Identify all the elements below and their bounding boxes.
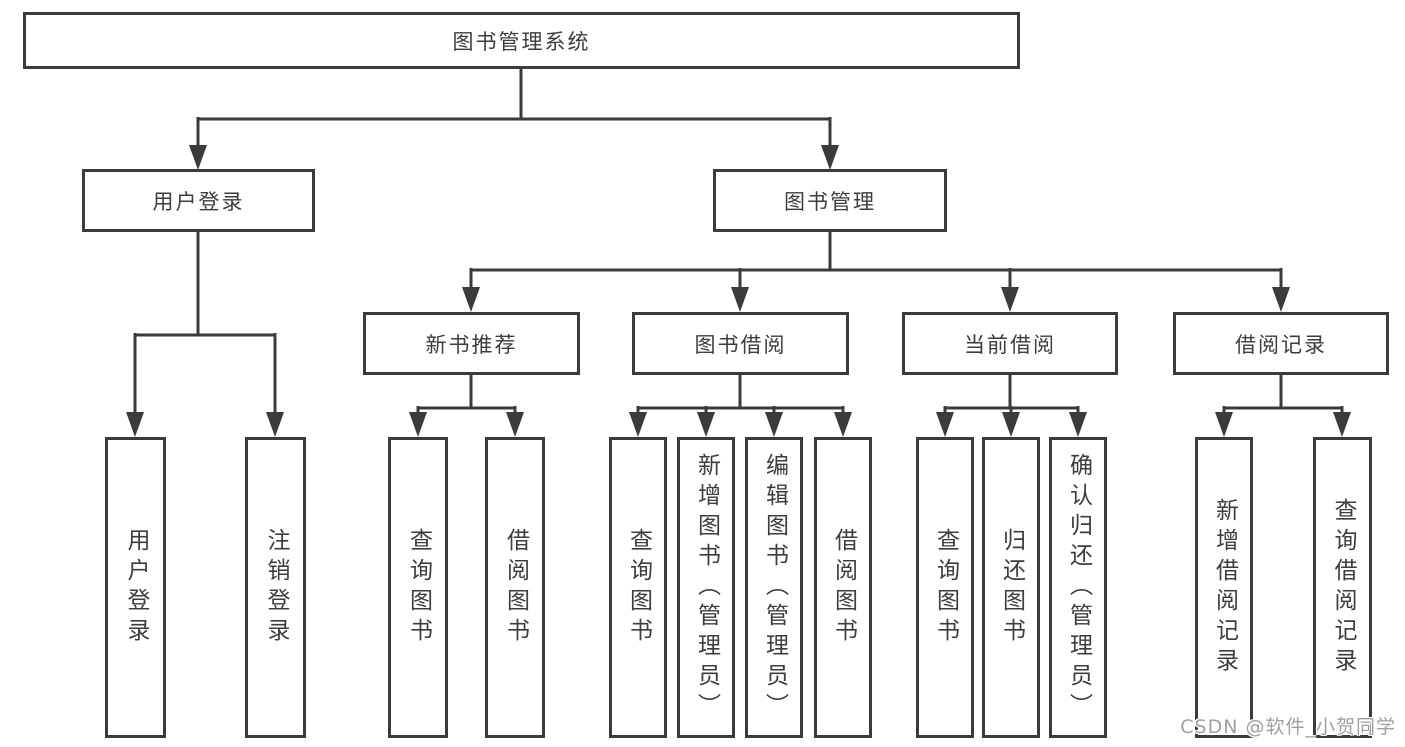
node-root: 图书管理系统 <box>23 12 1020 69</box>
leaf-newbooks-query-books: 查询图书 <box>388 437 448 738</box>
arrow-down-icon <box>409 412 427 437</box>
leaf-current-return-books: 归还图书 <box>982 437 1040 738</box>
connector-book-borrow-to-children <box>629 372 852 437</box>
connector-line <box>196 66 832 147</box>
leaf-borrow-borrow-books: 借阅图书 <box>814 437 872 738</box>
leaf-newbooks-borrow-books: 借阅图书 <box>485 437 545 738</box>
leaf-current-query-books: 查询图书 <box>916 437 974 738</box>
arrow-down-icon <box>506 412 524 437</box>
node-book-borrow: 图书借阅 <box>632 312 849 375</box>
leaf-records-query-record: 查询借阅记录 <box>1313 437 1372 738</box>
arrow-down-icon <box>834 412 852 437</box>
connector-borrow-records-to-children <box>1215 372 1351 437</box>
arrow-down-icon <box>629 412 647 437</box>
node-current-borrow: 当前借阅 <box>902 312 1118 375</box>
connector-line <box>469 229 1283 289</box>
connector-line <box>943 372 1080 414</box>
node-user-login: 用户登录 <box>82 169 315 232</box>
leaf-current-confirm-return-admin: 确认归还（管理员） <box>1049 437 1107 738</box>
arrow-down-icon <box>189 145 207 170</box>
leaf-borrow-add-books-admin: 新增图书（管理员） <box>677 437 735 738</box>
leaf-user-login: 用户登录 <box>105 437 166 738</box>
connector-line <box>636 372 845 414</box>
connector-line <box>1222 372 1344 414</box>
arrow-down-icon <box>1333 412 1351 437</box>
connector-user-login-to-children <box>126 229 284 437</box>
arrow-down-icon <box>1215 412 1233 437</box>
leaf-borrow-edit-books-admin: 编辑图书（管理员） <box>745 437 803 738</box>
arrow-down-icon <box>126 412 144 437</box>
arrow-down-icon <box>1069 412 1087 437</box>
connector-line <box>416 372 517 414</box>
arrow-down-icon <box>1002 412 1020 437</box>
arrow-down-icon <box>821 145 839 170</box>
arrow-down-icon <box>697 412 715 437</box>
arrow-down-icon <box>1001 287 1019 312</box>
leaf-logout: 注销登录 <box>245 437 306 738</box>
arrow-down-icon <box>765 412 783 437</box>
connector-root-to-level2 <box>189 66 839 170</box>
arrow-down-icon <box>1272 287 1290 312</box>
arrow-down-icon <box>462 287 480 312</box>
connector-book-management-to-level3 <box>462 229 1290 312</box>
leaf-records-add-record: 新增借阅记录 <box>1195 437 1253 738</box>
node-new-book-recommend: 新书推荐 <box>363 312 580 375</box>
leaf-borrow-query-books: 查询图书 <box>609 437 667 738</box>
node-book-management: 图书管理 <box>713 169 947 232</box>
arrow-down-icon <box>266 412 284 437</box>
node-borrow-records: 借阅记录 <box>1173 312 1389 375</box>
connector-current-borrow-to-children <box>936 372 1087 437</box>
arrow-down-icon <box>936 412 954 437</box>
connector-line <box>133 229 277 414</box>
arrow-down-icon <box>731 287 749 312</box>
connector-new-books-to-children <box>409 372 524 437</box>
